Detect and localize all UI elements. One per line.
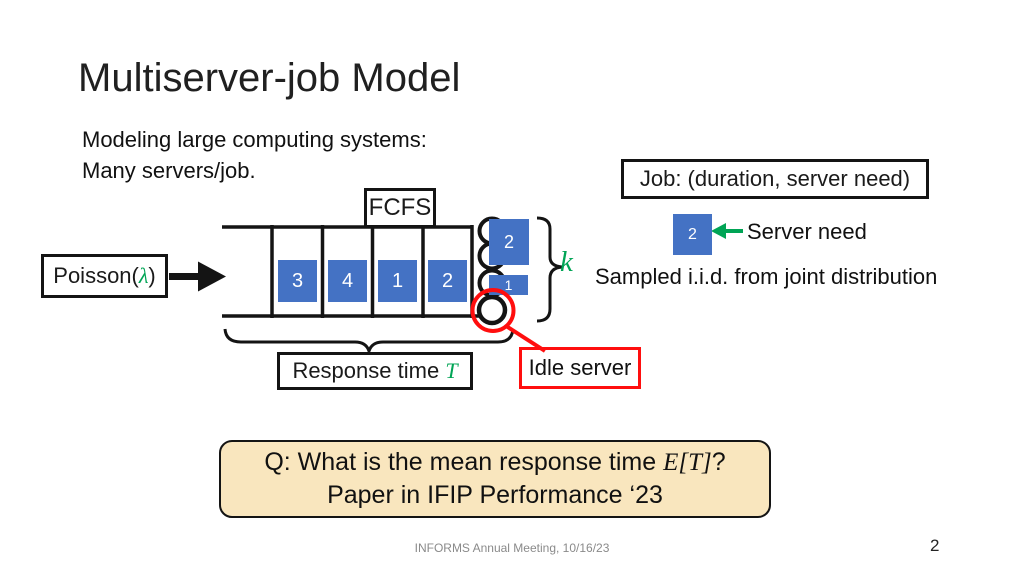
question-text: Q: What is the mean response time	[264, 448, 664, 476]
sampled-iid-label: Sampled i.i.d. from joint distribution	[595, 264, 938, 289]
poisson-prefix: Poisson(	[53, 263, 139, 288]
question-line-2: Paper in IFIP Performance ‘23	[327, 481, 663, 509]
servers-brace	[536, 216, 563, 323]
server-count-symbol: k	[560, 246, 573, 278]
job-definition-box: Job: (duration, server need)	[621, 159, 929, 199]
queued-job-2: 4	[328, 260, 367, 302]
footer-text: INFORMS Annual Meeting, 10/16/23	[414, 541, 610, 555]
intro-text: Modeling large computing systems: Many s…	[82, 124, 427, 186]
response-time-brace	[223, 328, 515, 356]
response-time-text: Response time	[292, 358, 440, 383]
server-need-label: Server need	[747, 219, 867, 244]
poisson-suffix: )	[148, 263, 156, 288]
question-box: Q: What is the mean response time E[T]? …	[219, 440, 771, 518]
queued-job-3: 1	[378, 260, 417, 302]
intro-line-1: Modeling large computing systems:	[82, 127, 427, 152]
question-mark: ?	[711, 448, 726, 476]
response-time-symbol: T	[445, 358, 458, 383]
page-number: 2	[930, 536, 940, 555]
idle-server-label-box: Idle server	[519, 347, 641, 389]
server-need-arrow	[711, 223, 743, 239]
intro-line-2: Many servers/job.	[82, 158, 256, 183]
question-line-1: Q: What is the mean response time E[T]?	[264, 446, 725, 479]
arrival-arrow	[169, 261, 226, 292]
server-need-square: 2	[673, 214, 712, 255]
lambda-symbol: λ	[138, 263, 149, 288]
expected-response-time-symbol: E[T]	[663, 449, 712, 476]
fcfs-label-box: FCFS	[364, 188, 436, 228]
queued-job-4: 2	[428, 260, 467, 302]
response-time-box: Response time T	[277, 352, 473, 390]
slide-title: Multiserver-job Model	[78, 56, 461, 100]
queued-job-1: 3	[278, 260, 317, 302]
running-job-top: 2	[489, 219, 529, 265]
poisson-arrival-box: Poisson(λ)	[41, 254, 168, 298]
server-circle-4-idle	[476, 294, 508, 326]
idle-server-highlight-circle	[470, 288, 516, 333]
running-job-bottom: 1	[489, 275, 528, 295]
